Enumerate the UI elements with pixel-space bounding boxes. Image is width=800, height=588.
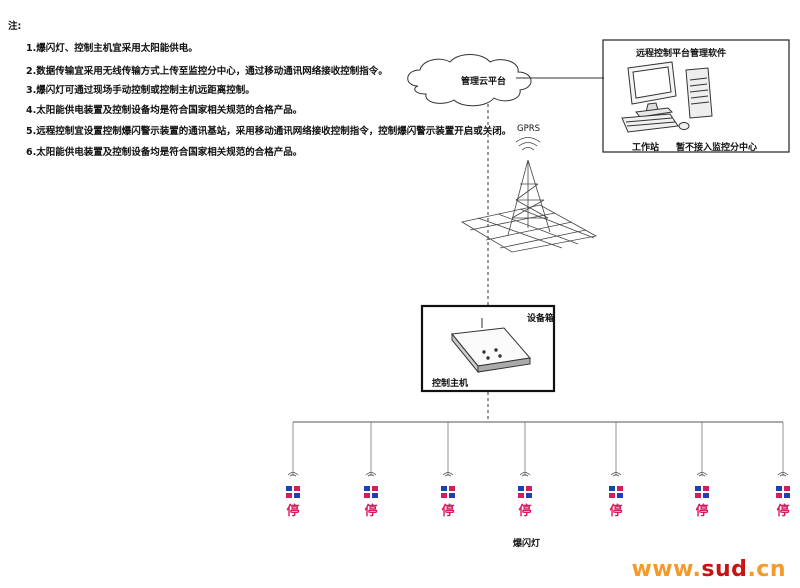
note-item-2: 2.数据传输宜采用无线传输方式上传至监控分中心，通过移动通讯网络接收控制指令。	[26, 66, 388, 77]
flash-lamp	[695, 493, 701, 498]
flash-lamp	[364, 493, 370, 498]
gprs-label: GPRS	[517, 124, 541, 134]
signal-wave-icon	[444, 474, 452, 477]
cloud-icon	[407, 54, 532, 107]
flash-lamp	[441, 486, 447, 491]
flash-lamp	[294, 486, 300, 491]
flash-lamp	[776, 493, 782, 498]
mouse-icon	[678, 122, 690, 130]
flash-lamp	[617, 486, 623, 491]
flash-lamp	[372, 486, 378, 491]
stop-sign-char: 停	[695, 504, 709, 519]
stop-sign-char: 停	[286, 504, 300, 519]
keyboard-icon	[621, 113, 679, 133]
flash-lamp	[609, 486, 615, 491]
flash-lamp	[286, 493, 292, 498]
flash-lamp	[526, 486, 532, 491]
flash-lamp	[518, 486, 524, 491]
flash-lamp	[784, 493, 790, 498]
flash-lamp	[286, 486, 292, 491]
flash-light-unit	[518, 422, 532, 498]
flash-light-unit	[441, 422, 455, 498]
equipment-box-title: 设备箱	[527, 314, 555, 324]
gprs-tower-icon	[460, 137, 598, 253]
stop-sign-char: 停	[364, 504, 378, 519]
flash-lamp	[776, 486, 782, 491]
flash-lamp	[526, 493, 532, 498]
stop-sign-char: 停	[518, 504, 532, 519]
workstation-label: 工作站	[632, 143, 660, 153]
note-item-3: 3.爆闪灯可通过现场手动控制或控制主机远距离控制。	[26, 85, 255, 96]
stop-sign-char: 停	[441, 504, 455, 519]
control-host-label: 控制主机	[432, 379, 469, 389]
flash-lamp	[449, 493, 455, 498]
watermark-prefix: www.	[631, 557, 702, 582]
signal-wave-icon	[365, 472, 377, 476]
note-item-1: 1.爆闪灯、控制主机宜采用太阳能供电。	[26, 43, 198, 54]
notes-block: 注:	[8, 22, 21, 40]
watermark-suffix: .cn	[747, 557, 786, 582]
signal-wave-icon	[521, 474, 529, 477]
flash-lamp	[441, 493, 447, 498]
signal-wave-icon	[519, 472, 531, 476]
flash-lamp	[372, 493, 378, 498]
flash-lamp	[695, 486, 701, 491]
flash-light-unit	[695, 422, 709, 498]
signal-wave-icon	[612, 474, 620, 477]
signal-wave-icon	[289, 474, 297, 477]
stop-sign-char: 停	[609, 504, 623, 519]
monitor-icon	[627, 61, 677, 118]
flash-lamp	[784, 486, 790, 491]
computer-tower-icon	[685, 67, 713, 119]
software-box-frame	[602, 39, 790, 153]
flash-lamp	[364, 486, 370, 491]
control-host-icon	[451, 318, 531, 374]
flash-lamp	[449, 486, 455, 491]
flash-lamp	[703, 486, 709, 491]
flash-light-unit	[776, 422, 790, 498]
stop-sign-char: 停	[776, 504, 790, 519]
flash-lamp	[294, 493, 300, 498]
signal-wave-icon	[696, 472, 708, 476]
note-item-6: 6.太阳能供电装置及控制设备均是符合国家相关规范的合格产品。	[26, 147, 303, 158]
flash-lamp	[703, 493, 709, 498]
flash-light-unit	[286, 422, 300, 498]
flash-light-unit	[609, 422, 623, 498]
software-box-title: 远程控制平台管理软件	[636, 49, 727, 59]
signal-wave-icon	[367, 474, 375, 477]
flash-light-label: 爆闪灯	[513, 539, 541, 549]
flash-light-unit	[364, 422, 378, 498]
flash-lamp	[609, 493, 615, 498]
center-label: 暂不接入监控分中心	[676, 143, 758, 153]
signal-wave-icon	[777, 472, 789, 476]
note-item-5: 5.远程控制宜设置控制爆闪警示装置的通讯基站，采用移动通讯网络接收控制指令，控制…	[26, 126, 512, 137]
watermark-domain: sud	[701, 557, 748, 582]
flash-lamp	[518, 493, 524, 498]
notes-title: 注:	[8, 21, 22, 32]
site-watermark: www.sud.cn	[631, 557, 786, 582]
flash-lamp	[617, 493, 623, 498]
signal-wave-icon	[779, 474, 787, 477]
cloud-label: 管理云平台	[461, 77, 507, 87]
signal-wave-icon	[442, 472, 454, 476]
signal-wave-icon	[698, 474, 706, 477]
signal-wave-icon	[287, 472, 299, 476]
note-item-4: 4.太阳能供电装置及控制设备均是符合国家相关规范的合格产品。	[26, 105, 303, 116]
signal-wave-icon	[610, 472, 622, 476]
